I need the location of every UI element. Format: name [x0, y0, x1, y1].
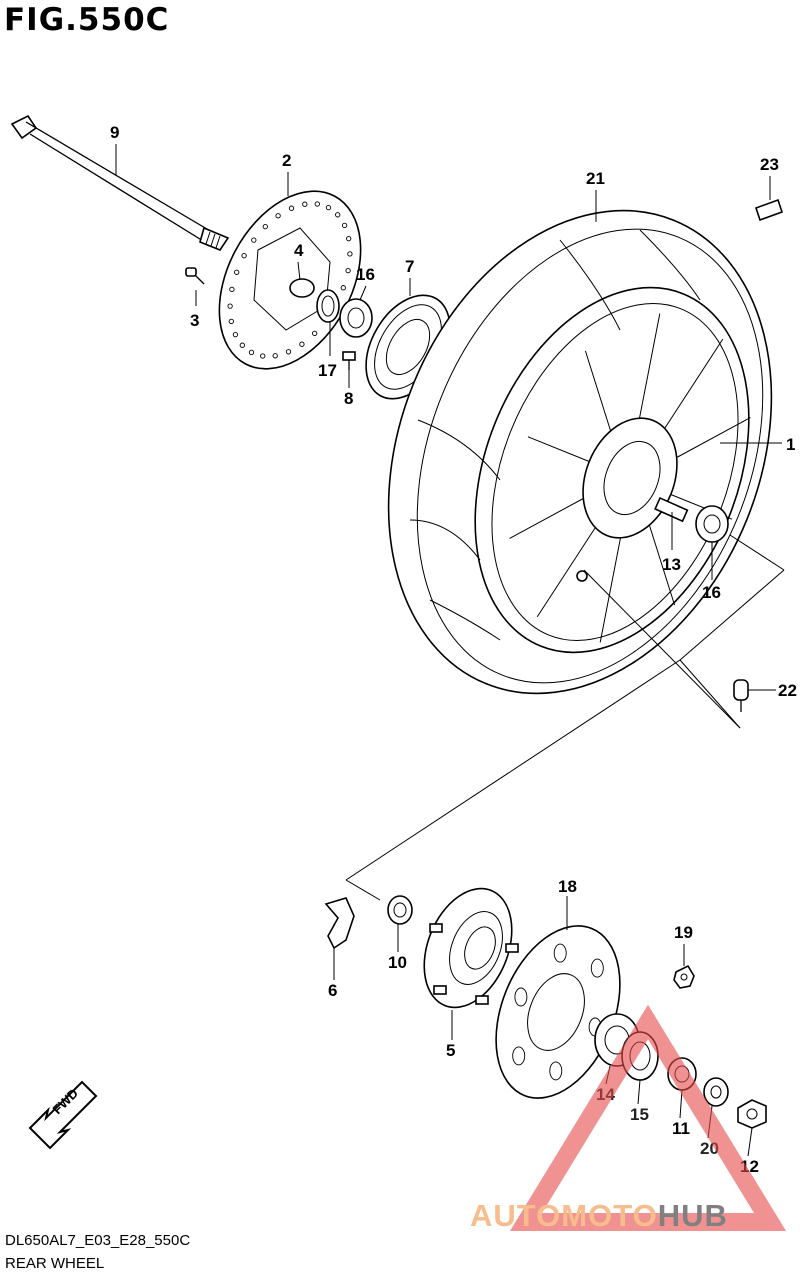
disc-hole [260, 353, 266, 359]
axle-part-9 [10, 114, 230, 251]
valve-part-22 [733, 679, 749, 712]
bolt-part-3 [185, 267, 205, 285]
disc-hole [248, 349, 255, 356]
callout-23: 23 [760, 155, 779, 174]
disc-hole [228, 318, 234, 325]
wheel-spoke [527, 436, 590, 462]
disc-hole [275, 213, 281, 219]
brake-disc-part-2 [218, 190, 362, 370]
disc-hole [241, 252, 247, 259]
sprocket-hole [512, 1046, 526, 1066]
callout-18: 18 [558, 877, 577, 896]
callout-22: 22 [778, 681, 797, 700]
figure-title: FIG.550C [4, 2, 170, 38]
callout-5: 5 [446, 1041, 455, 1060]
wheel-spoke [639, 313, 661, 419]
disc-hole [314, 201, 320, 207]
nut-part-19 [673, 964, 695, 989]
callout-4: 4 [294, 241, 304, 260]
screw-part-8 [342, 351, 356, 370]
bearing-part-16-left [339, 298, 373, 338]
sprocket-part-18 [495, 925, 621, 1099]
sprocket-hole [549, 1061, 563, 1081]
wheel-spoke [676, 417, 751, 458]
wheel-spoke [648, 524, 676, 606]
sprocket-hub-part-5 [423, 887, 519, 1009]
disc-hole [239, 342, 245, 348]
disc-hole [272, 353, 278, 359]
wheel-spoke [664, 338, 724, 429]
callout-9: 9 [110, 123, 119, 142]
callout-11: 11 [672, 1119, 690, 1138]
wheel-spoke [509, 498, 584, 539]
disc-hole [229, 286, 235, 293]
damper-part-6 [324, 897, 355, 950]
callout-7: 7 [405, 257, 414, 276]
sprocket-hole [590, 958, 604, 978]
disc-hole [234, 269, 240, 275]
wheel-spoke [599, 537, 621, 643]
callout-16-right: 16 [702, 583, 721, 602]
disc-hole [340, 285, 346, 291]
disc-hole [341, 222, 348, 229]
figure-name: REAR WHEEL [5, 1255, 105, 1272]
callout-labels: 9 2 3 4 16 7 17 8 21 23 1 13 16 22 18 19… [110, 123, 797, 1176]
collar-part-10 [387, 895, 413, 925]
wheel-spoke [584, 350, 612, 432]
callout-10: 10 [388, 953, 407, 972]
disc-hole [346, 235, 352, 242]
weight-part-23 [754, 198, 784, 222]
callout-17: 17 [318, 361, 337, 380]
disc-hole [302, 201, 308, 207]
disc-hole [299, 341, 305, 347]
figure-code: DL650AL7_E03_E28_550C [5, 1232, 191, 1249]
sprocket-hole [553, 943, 567, 963]
automotohub-watermark-logo: AUTOMOTOHUB [470, 1004, 787, 1233]
callout-6: 6 [328, 981, 337, 1000]
callout-19: 19 [674, 923, 693, 942]
nut-part-12 [737, 1099, 767, 1129]
washer-part-20 [703, 1077, 729, 1107]
callout-16-left: 16 [356, 265, 375, 284]
disc-hole [288, 205, 295, 211]
callout-21: 21 [586, 169, 605, 188]
sprocket-hole [514, 987, 528, 1007]
disc-hole [347, 251, 353, 257]
callout-15: 15 [630, 1105, 649, 1124]
disc-hole [262, 223, 268, 230]
disc-hole [227, 303, 233, 309]
callout-2: 2 [282, 151, 291, 170]
disc-hole [335, 212, 341, 218]
seal-part-17 [316, 289, 340, 323]
callout-8: 8 [344, 389, 353, 408]
fwd-arrow-icon: FWD [28, 1080, 98, 1150]
rear-wheel-part-1 [387, 209, 773, 695]
disc-hole [325, 204, 332, 211]
disc-hole [285, 349, 292, 355]
callout-1: 1 [786, 435, 795, 454]
callout-13: 13 [662, 555, 681, 574]
disc-hole [251, 237, 257, 243]
svg-text:AUTOMOTOHUB: AUTOMOTOHUB [470, 1198, 728, 1233]
assembly-lines [345, 534, 785, 901]
callout-3: 3 [190, 311, 199, 330]
watermark-text-hub: HUB [658, 1198, 728, 1233]
disc-hole [312, 330, 318, 337]
wheel-spoke [536, 527, 596, 618]
watermark-text-automoto: AUTOMOTO [470, 1198, 658, 1233]
disc-hole [345, 267, 351, 274]
disc-hole [232, 331, 239, 338]
